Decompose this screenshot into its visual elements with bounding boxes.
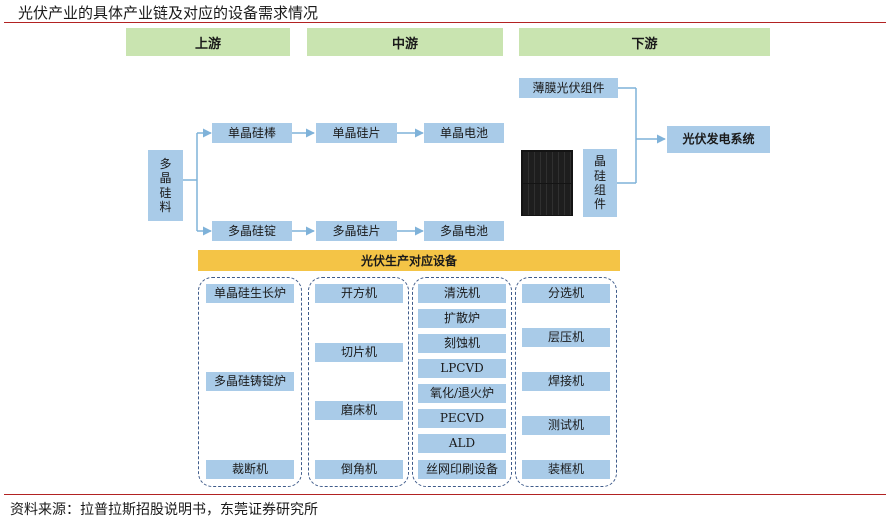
equipment-item: 测试机 — [522, 416, 610, 435]
crystalline-module-char: 晶 — [594, 154, 606, 168]
equipment-item: PECVD — [418, 409, 506, 428]
thin-film-module-box: 薄膜光伏组件 — [519, 78, 618, 98]
equipment-item: 丝网印刷设备 — [418, 460, 506, 479]
equipment-group-wafer — [308, 277, 409, 487]
source-divider — [4, 494, 886, 495]
mono-cell-box: 单晶电池 — [424, 123, 504, 143]
multi-wafer-box: 多晶硅片 — [316, 221, 397, 241]
equipment-item: 刻蚀机 — [418, 334, 506, 353]
equipment-item: 焊接机 — [522, 372, 610, 391]
equipment-item: 清洗机 — [418, 284, 506, 303]
polysilicon-char: 多 — [159, 157, 171, 171]
equipment-item: 装框机 — [522, 460, 610, 479]
source-note: 资料来源：拉普拉斯招股说明书，东莞证券研究所 — [10, 499, 318, 519]
equipment-item: 扩散炉 — [418, 309, 506, 328]
equipment-item: 倒角机 — [315, 460, 403, 479]
polysilicon-char: 晶 — [159, 171, 171, 185]
equipment-item: 分选机 — [522, 284, 610, 303]
equipment-item: 氧化/退火炉 — [418, 384, 506, 403]
crystalline-module-char: 件 — [594, 197, 606, 211]
polysilicon-box: 多 晶 硅 料 — [148, 150, 183, 221]
mono-rod-box: 单晶硅棒 — [212, 123, 292, 143]
pv-system-box: 光伏发电系统 — [667, 126, 770, 153]
equipment-item: 切片机 — [315, 343, 403, 362]
equipment-item: 单晶硅生长炉 — [206, 284, 294, 303]
equipment-item: LPCVD — [418, 359, 506, 378]
equipment-item: 多晶硅铸锭炉 — [206, 372, 294, 391]
equipment-header: 光伏生产对应设备 — [198, 250, 620, 271]
equipment-item: ALD — [418, 434, 506, 453]
equipment-item: 层压机 — [522, 328, 610, 347]
crystalline-module-box: 晶 硅 组 件 — [583, 149, 617, 217]
crystalline-module-char: 组 — [594, 183, 606, 197]
multi-cell-box: 多晶电池 — [424, 221, 504, 241]
solar-panel-cells-bottom — [523, 184, 571, 215]
mono-wafer-box: 单晶硅片 — [316, 123, 397, 143]
polysilicon-char: 硅 — [159, 186, 171, 200]
solar-panel-image — [521, 150, 573, 216]
equipment-item: 裁断机 — [206, 460, 294, 479]
crystalline-module-char: 硅 — [594, 169, 606, 183]
multi-ingot-box: 多晶硅锭 — [212, 221, 292, 241]
equipment-item: 开方机 — [315, 284, 403, 303]
solar-panel-cells-top — [523, 152, 571, 183]
polysilicon-char: 料 — [159, 200, 171, 214]
equipment-item: 磨床机 — [315, 401, 403, 420]
